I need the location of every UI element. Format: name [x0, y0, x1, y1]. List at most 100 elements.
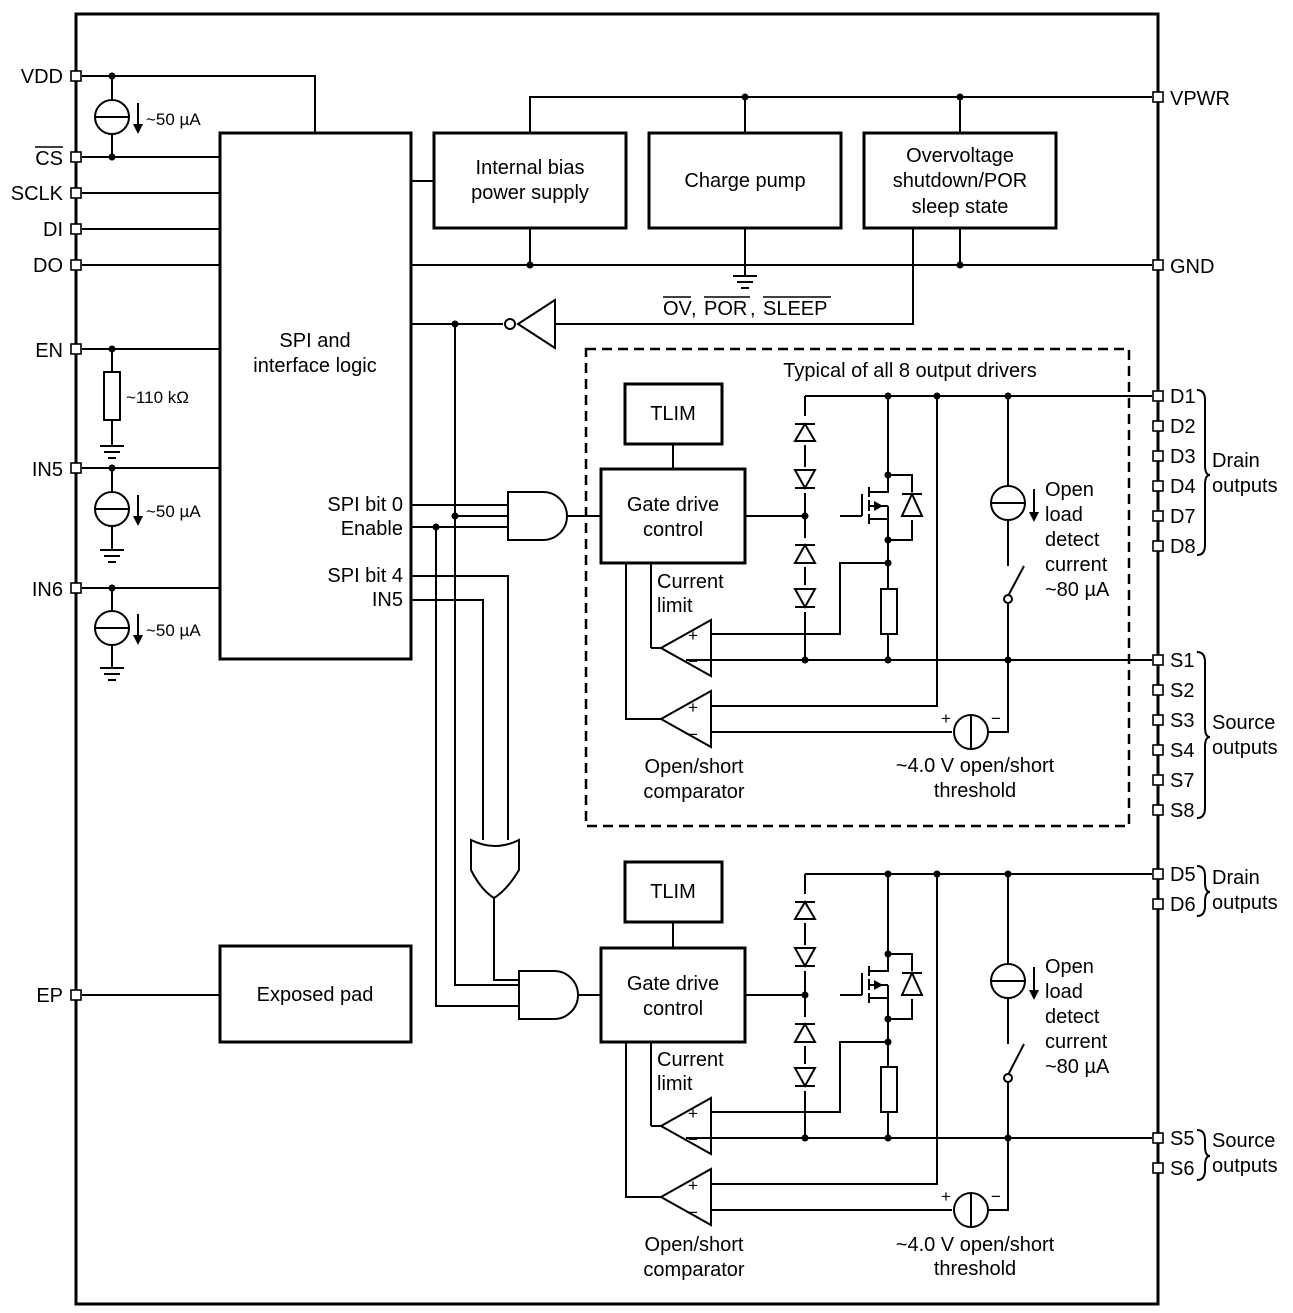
spi-bit4-label: SPI bit 4 [327, 565, 403, 587]
pin-vpwr: VPWR [1170, 88, 1230, 110]
drain-group-label-2: outputs [1212, 892, 1278, 914]
open-load-label-3: detect [1045, 529, 1100, 551]
gate-drive-label-2: control [643, 998, 703, 1020]
source-group-label-1: Source [1212, 712, 1275, 734]
pin-do: DO [33, 255, 63, 277]
typical-driver-label: Typical of all 8 output drivers [783, 360, 1036, 382]
left-pin-labels: VDD CS SCLK DI DO EN IN5 IN6 EP [11, 66, 64, 1007]
left-arrowheads [133, 124, 143, 645]
gate-drive-label-1: Gate drive [627, 973, 719, 995]
cmp-minus: − [688, 725, 698, 744]
tlim-label: TLIM [650, 403, 696, 425]
top-wires [411, 96, 1152, 350]
pin-sclk: SCLK [11, 183, 64, 205]
left-junctions [108, 72, 116, 592]
cl-minus: − [688, 1130, 698, 1149]
pin-ep: EP [36, 985, 63, 1007]
cmp-minus: − [688, 1203, 698, 1222]
th-minus: − [991, 709, 1001, 728]
flag-ov: OV [663, 298, 693, 320]
exposed-pad-label: Exposed pad [257, 984, 374, 1006]
threshold-label-2: threshold [934, 780, 1016, 802]
left-pin-pads [70, 70, 82, 1001]
drain-group-label-1: Drain [1212, 867, 1260, 889]
overvoltage-label-1: Overvoltage [906, 145, 1014, 167]
open-load-label-5: ~80 µA [1045, 1056, 1110, 1078]
current-limit-label-1: Current [657, 571, 724, 593]
open-load-label-4: current [1045, 554, 1108, 576]
pin-d5: D5 [1170, 864, 1196, 886]
spi-bit0-label: SPI bit 0 [327, 494, 403, 516]
overvoltage-label-3: sleep state [912, 196, 1009, 218]
cl-plus: + [688, 1104, 698, 1123]
or-gate [470, 838, 520, 900]
comparator-label-1: Open/short [645, 756, 744, 778]
pin-s5: S5 [1170, 1128, 1194, 1150]
open-load-label-1: Open [1045, 479, 1094, 501]
overvoltage-block [862, 131, 1058, 230]
cl-plus: + [688, 626, 698, 645]
logic-wires [411, 324, 601, 1007]
current-limit-label-2: limit [657, 1073, 693, 1095]
pin-s2: S2 [1170, 680, 1194, 702]
comparator-label-2: comparator [643, 781, 744, 803]
left-wires [82, 75, 316, 996]
driver-channel-2: TLIM Gate drive control Current limit Op… [599, 860, 1152, 1281]
pin-cs: CS [35, 148, 63, 170]
threshold-label-2: threshold [934, 1258, 1016, 1280]
pin-d6: D6 [1170, 894, 1196, 916]
pin-di: DI [43, 219, 63, 241]
bias-label-1: Internal bias [476, 157, 585, 179]
th-plus: + [941, 1187, 951, 1206]
down-arrow-icon [133, 124, 143, 134]
pin-s1: S1 [1170, 650, 1194, 672]
right-braces [1196, 389, 1211, 1181]
pin-d7: D7 [1170, 506, 1196, 528]
pin-d3: D3 [1170, 446, 1196, 468]
tlim-label: TLIM [650, 881, 696, 903]
gate-drive-block [599, 946, 747, 1044]
down-arrow-icon [133, 516, 143, 526]
source-group-label-1: Source [1212, 1130, 1275, 1152]
svg-text:,: , [691, 298, 697, 320]
en-resistor-label: ~110 kΩ [126, 388, 189, 407]
pin-vdd: VDD [21, 66, 63, 88]
mosfet-arrow-icon [874, 501, 883, 511]
bias-supply-block [432, 131, 628, 230]
pin-in6: IN6 [32, 579, 63, 601]
comparator-label-2: comparator [643, 1259, 744, 1281]
driver-channel-1: TLIM Gate drive control Current limit Op… [599, 382, 1152, 803]
flag-sleep: SLEEP [763, 298, 827, 320]
down-arrow-icon [1029, 990, 1039, 1000]
th-minus: − [991, 1187, 1001, 1206]
source-group-label-2: outputs [1212, 737, 1278, 759]
vdd-current-label: ~50 µA [146, 110, 201, 129]
pin-d1: D1 [1170, 386, 1196, 408]
in5-current-label: ~50 µA [146, 502, 201, 521]
gate-drive-block [599, 467, 747, 565]
pin-s6: S6 [1170, 1158, 1194, 1180]
spi-logic-block [218, 131, 413, 661]
flag-por: POR [704, 298, 747, 320]
drain-group-label-1: Drain [1212, 450, 1260, 472]
down-arrow-icon [1029, 512, 1039, 522]
right-pin-labels: VPWR GND D1 D2 D3 D4 D7 D8 S1 S2 S3 S4 S… [1170, 88, 1278, 1180]
pin-in5: IN5 [32, 459, 63, 481]
in6-current-label: ~50 µA [146, 621, 201, 640]
pin-d4: D4 [1170, 476, 1196, 498]
and-gate-2 [518, 970, 579, 1020]
charge-pump-label: Charge pump [684, 170, 805, 192]
svg-text:,: , [750, 298, 756, 320]
pin-d8: D8 [1170, 536, 1196, 558]
spi-logic-label-1: SPI and [279, 330, 350, 352]
current-limit-label-1: Current [657, 1049, 724, 1071]
open-load-label-3: detect [1045, 1006, 1100, 1028]
cl-minus: − [688, 652, 698, 671]
spi-logic-label-2: interface logic [253, 355, 376, 377]
pin-s4: S4 [1170, 740, 1194, 762]
pin-d2: D2 [1170, 416, 1196, 438]
open-load-label-2: load [1045, 981, 1083, 1003]
tlim-block [623, 860, 724, 924]
bias-label-2: power supply [471, 182, 589, 204]
